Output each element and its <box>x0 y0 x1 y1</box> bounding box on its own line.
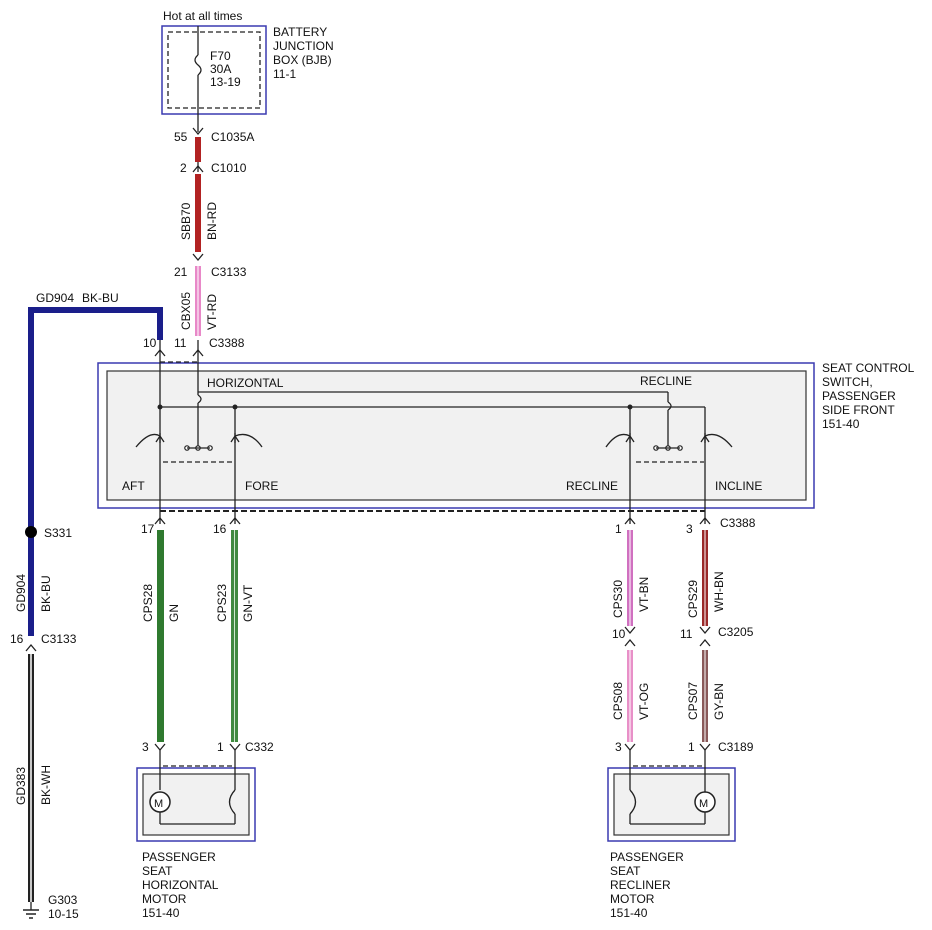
fuse-rating: 30A <box>210 62 231 76</box>
aft-label: AFT <box>122 479 145 493</box>
g303-label: G303 <box>48 893 78 907</box>
c3388-pin-11: 11 <box>174 336 187 350</box>
bjb-label-2: JUNCTION <box>273 39 334 53</box>
c3205-label: C3205 <box>718 625 754 639</box>
bjb-label-3: BOX (BJB) <box>273 53 332 67</box>
c3133-label: C3133 <box>211 265 247 279</box>
cps28-color: GN <box>167 604 181 622</box>
wire-gd904 <box>28 307 163 636</box>
sbb70-color: BN-RD <box>205 202 219 240</box>
h-motor-name-3: HORIZONTAL <box>142 878 219 892</box>
motor-h-pin-1: 1 <box>217 740 224 754</box>
r-motor-name-3: RECLINER <box>610 878 671 892</box>
r-motor-name-4: MOTOR <box>610 892 655 906</box>
gd904-top-circuit: GD904 <box>36 291 74 305</box>
cbx05-color: VT-RD <box>205 294 219 330</box>
bjb-label-4: 11-1 <box>273 67 296 81</box>
horizontal-label: HORIZONTAL <box>207 376 284 390</box>
switch-body <box>106 370 807 501</box>
recline-pin-3: 3 <box>686 522 693 536</box>
switch-outline <box>97 362 815 509</box>
svg-text:M: M <box>699 798 708 810</box>
switch-name-2: SWITCH, <box>822 375 873 389</box>
bjb-outline <box>161 25 267 115</box>
h-motor-name-4: MOTOR <box>142 892 187 906</box>
cps08-circuit: CPS08 <box>611 682 625 720</box>
c1010-label: C1010 <box>211 161 247 175</box>
cbx05-circuit: CBX05 <box>179 292 193 330</box>
sbb70-circuit: SBB70 <box>179 202 193 240</box>
gd904-mid-color: BK-BU <box>39 575 53 612</box>
connector-c3133-symbol <box>192 253 204 262</box>
cps28-circuit: CPS28 <box>141 584 155 622</box>
g303-ref: 10-15 <box>48 907 79 921</box>
h-motor-name-2: SEAT <box>142 864 173 878</box>
r-motor-name-2: SEAT <box>610 864 641 878</box>
cps07-color: GY-BN <box>712 683 726 720</box>
gd904-top-color: BK-BU <box>82 291 119 305</box>
c3189-pin-3: 3 <box>615 740 622 754</box>
fore-label: FORE <box>245 479 278 493</box>
c1035a-pin: 55 <box>174 130 188 144</box>
cps30-circuit: CPS30 <box>611 580 625 618</box>
recline-label: RECLINE <box>566 479 618 493</box>
pin-16: 16 <box>213 522 227 536</box>
gd383-color: BK-WH <box>39 765 53 805</box>
recline-pin-1: 1 <box>615 522 622 536</box>
ground-c3133-pin: 16 <box>10 632 24 646</box>
incline-label: INCLINE <box>715 479 762 493</box>
cps08-color: VT-OG <box>637 683 651 720</box>
r-motor-name-1: PASSENGER <box>610 850 684 864</box>
cps23-color: GN-VT <box>241 584 255 622</box>
r-motor-name-5: 151-40 <box>610 906 648 920</box>
gd383-circuit: GD383 <box>14 767 28 805</box>
wire-bn-rd-short <box>195 137 201 162</box>
c3133-pin: 21 <box>174 265 188 279</box>
bjb-inner-dashed <box>167 31 261 109</box>
c1010-pin: 2 <box>180 161 187 175</box>
wire-cps28 <box>157 530 164 742</box>
cps29-color: WH-BN <box>712 571 726 612</box>
svg-text:M: M <box>154 798 163 810</box>
c3189-label: C3189 <box>718 740 754 754</box>
fuse-id: F70 <box>210 49 231 63</box>
switch-name-4: SIDE FRONT <box>822 403 895 417</box>
c1035a-label: C1035A <box>211 130 254 144</box>
recliner-motor-outline <box>607 767 736 842</box>
c3205-pin-10: 10 <box>612 627 626 641</box>
connector-c3133-ground <box>25 643 37 652</box>
recline-top-label: RECLINE <box>640 374 692 388</box>
s331-label: S331 <box>44 526 72 540</box>
cps30-color: VT-BN <box>637 577 651 612</box>
cps07-circuit: CPS07 <box>686 682 700 720</box>
connector-c1035a-symbol <box>192 127 204 136</box>
c3388-label-top: C3388 <box>209 336 245 350</box>
c332-label: C332 <box>245 740 274 754</box>
switch-name-1: SEAT CONTROL <box>822 361 915 375</box>
gd904-mid-circuit: GD904 <box>14 574 28 612</box>
motor-h-pin-3: 3 <box>142 740 149 754</box>
h-motor-name-1: PASSENGER <box>142 850 216 864</box>
pin-17: 17 <box>141 522 155 536</box>
fuse-ref: 13-19 <box>210 75 241 89</box>
c3388-label-bottom: C3388 <box>720 516 756 530</box>
ground-pin-10: 10 <box>143 336 157 350</box>
cps23-circuit: CPS23 <box>215 584 229 622</box>
switch-name-5: 151-40 <box>822 417 860 431</box>
switch-name-3: PASSENGER <box>822 389 896 403</box>
h-motor-name-5: 151-40 <box>142 906 180 920</box>
hot-at-all-times-label: Hot at all times <box>163 9 242 23</box>
ground-c3133-label: C3133 <box>41 632 77 646</box>
wire-sbb70 <box>195 174 201 252</box>
splice-s331 <box>25 526 37 538</box>
bjb-label-1: BATTERY <box>273 25 327 39</box>
horizontal-motor-outline <box>136 767 256 842</box>
fuse-symbol <box>194 54 202 76</box>
c3189-pin-1: 1 <box>688 740 695 754</box>
c3205-pin-11: 11 <box>680 627 693 641</box>
cps29-circuit: CPS29 <box>686 580 700 618</box>
